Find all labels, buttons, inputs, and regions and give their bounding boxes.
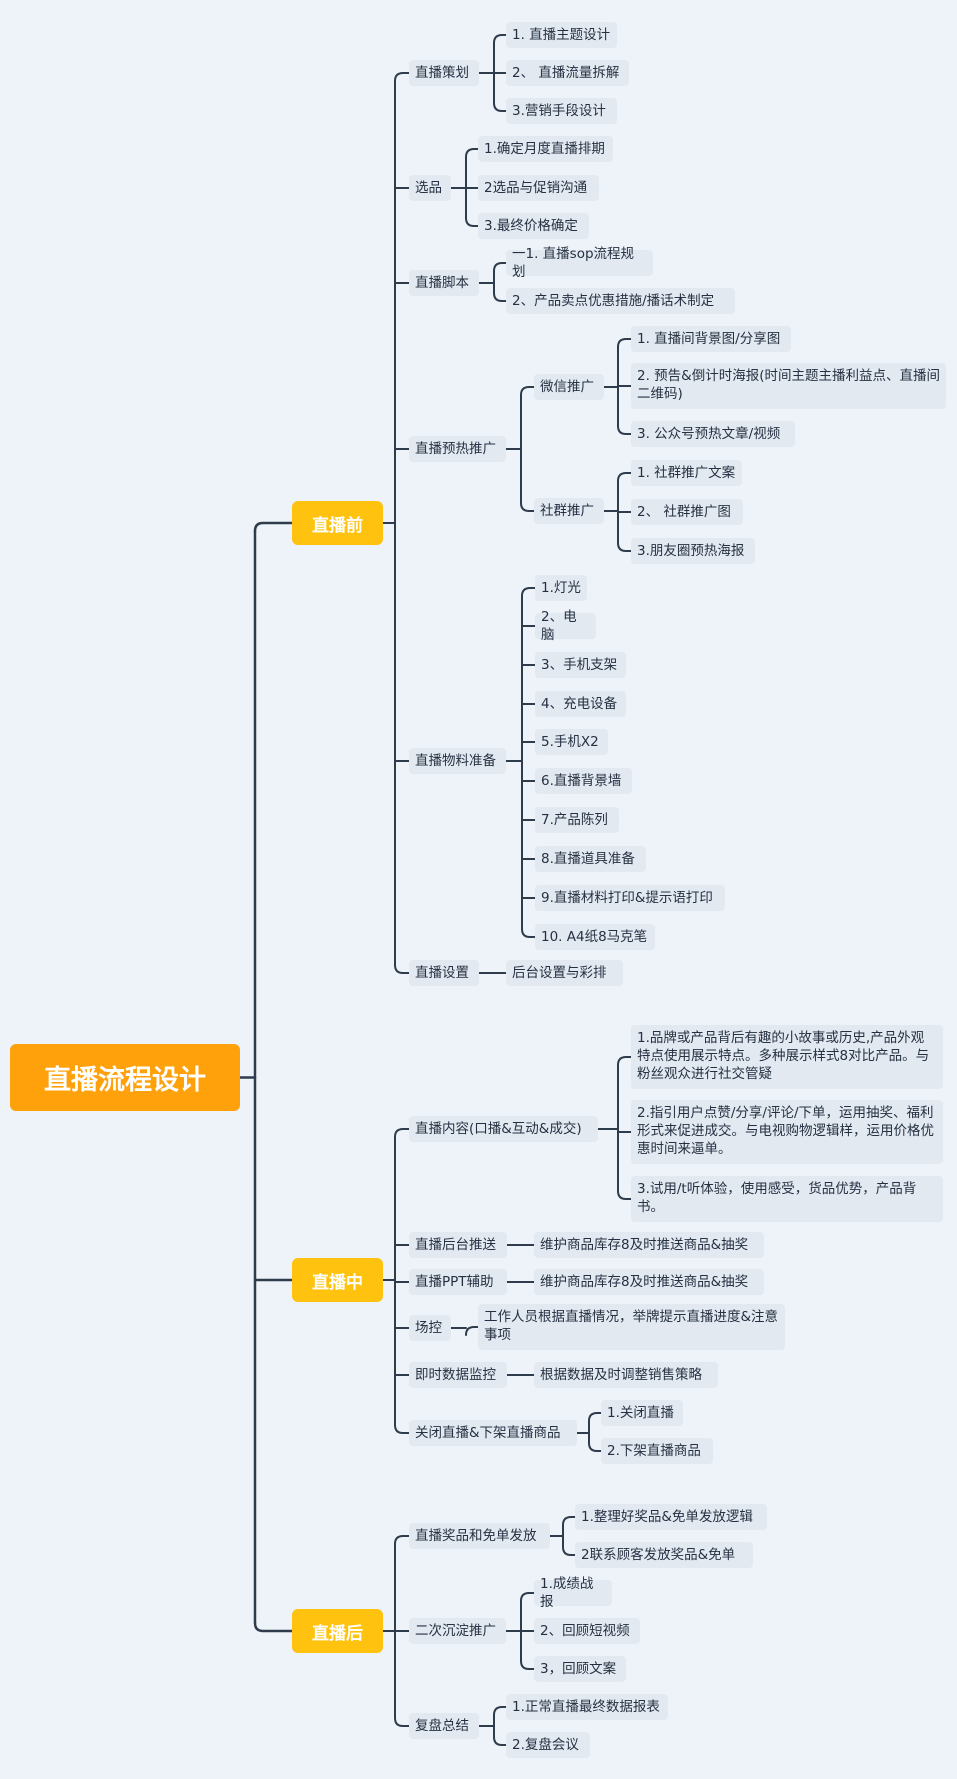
branch-during-live[interactable]: 直播中 <box>292 1258 383 1302</box>
connector-line <box>465 1326 479 1336</box>
node-live-content[interactable]: 直播内容(口播&互动&成交) <box>409 1116 598 1142</box>
node-data-monitor[interactable]: 即时数据监控 <box>409 1362 507 1388</box>
connector-line <box>493 1736 507 1746</box>
node-secondary-promo[interactable]: 二次沉淀推广 <box>409 1618 506 1644</box>
connector-line <box>521 587 536 597</box>
node-selection-item[interactable]: 1.确定月度直播排期 <box>478 136 613 162</box>
node-material-item[interactable]: 10. A4纸8马克笔 <box>535 924 655 950</box>
node-script-item[interactable]: 一1. 直播sop流程规划 <box>506 246 653 280</box>
connector-line <box>493 34 507 44</box>
node-wechat-promo[interactable]: 微信推广 <box>534 374 604 400</box>
node-live-planning[interactable]: 直播策划 <box>409 60 479 86</box>
connector-line <box>617 338 632 348</box>
node-community-item[interactable]: 3.朋友圈预热海报 <box>631 538 755 564</box>
node-live-preheat[interactable]: 直播预热推广 <box>409 436 506 462</box>
connector-line <box>493 1706 507 1716</box>
node-secondary-item[interactable]: 1.成绩战报 <box>534 1576 612 1610</box>
connector-line <box>520 1660 535 1670</box>
connector-line <box>493 292 507 302</box>
node-material-item[interactable]: 4、充电设备 <box>535 691 626 717</box>
node-prizes-item[interactable]: 2联系顾客发放奖品&免单 <box>575 1542 753 1568</box>
connector-line <box>394 964 410 974</box>
connector-line <box>465 217 479 227</box>
node-review-item[interactable]: 2.复盘会议 <box>506 1732 590 1758</box>
connector-line <box>617 425 632 435</box>
connector-line <box>588 1412 602 1422</box>
branch-after-live[interactable]: 直播后 <box>292 1609 383 1653</box>
node-live-settings[interactable]: 直播设置 <box>409 960 479 986</box>
node-content-item[interactable]: 1.品牌或产品背后有趣的小故事或历史,产品外观特点使用展示特点。多种展示样式8对… <box>631 1025 943 1089</box>
node-community-item[interactable]: 2、 社群推广图 <box>631 499 743 525</box>
connector-line <box>521 928 536 938</box>
node-settings-item[interactable]: 后台设置与彩排 <box>506 960 623 986</box>
node-material-item[interactable]: 3、手机支架 <box>535 652 626 678</box>
node-material-item[interactable]: 5.手机X2 <box>535 729 608 755</box>
node-planning-item[interactable]: 3.营销手段设计 <box>506 98 617 124</box>
connector-line <box>394 1424 410 1434</box>
connector-line <box>394 1717 410 1727</box>
connector-line <box>394 1535 410 1545</box>
node-secondary-item[interactable]: 3，回顾文案 <box>534 1656 626 1682</box>
connector-line <box>465 148 479 158</box>
node-review-summary[interactable]: 复盘总结 <box>409 1713 479 1739</box>
node-material-item[interactable]: 9.直播材料打印&提示语打印 <box>535 885 725 911</box>
node-selection-item[interactable]: 3.最终价格确定 <box>478 213 589 239</box>
connector-line <box>617 542 632 552</box>
node-prizes-free[interactable]: 直播奖品和免单发放 <box>409 1523 550 1549</box>
node-live-materials[interactable]: 直播物料准备 <box>409 748 506 774</box>
connector-line <box>562 1546 576 1556</box>
node-prizes-item[interactable]: 1.整理好奖品&免单发放逻辑 <box>575 1504 767 1530</box>
node-material-item[interactable]: 2、电脑 <box>535 609 596 643</box>
node-material-item[interactable]: 6.直播背景墙 <box>535 768 632 794</box>
connector-line <box>520 386 535 396</box>
node-close-item[interactable]: 2.下架直播商品 <box>601 1438 713 1464</box>
node-content-item[interactable]: 2.指引用户点赞/分享/评论/下单，运用抽奖、福利形式来促进成交。与电视购物逻辑… <box>631 1100 943 1164</box>
node-community-item[interactable]: 1. 社群推广文案 <box>631 460 742 486</box>
connector-line <box>394 1128 410 1138</box>
node-ppt-assist[interactable]: 直播PPT辅助 <box>409 1269 507 1295</box>
connector-line <box>588 1442 602 1452</box>
connector-line <box>520 1592 535 1602</box>
connector-line <box>617 472 632 482</box>
node-planning-item[interactable]: 2、 直播流量拆解 <box>506 60 629 86</box>
connector-line <box>493 102 507 112</box>
node-close-item[interactable]: 1.关闭直播 <box>601 1400 683 1426</box>
node-control-item[interactable]: 工作人员根据直播情况，举牌提示直播进度&注意事项 <box>478 1304 785 1350</box>
connector-line <box>617 1190 632 1200</box>
node-wechat-item[interactable]: 3. 公众号预热文章/视频 <box>631 421 795 447</box>
connector-line <box>520 502 535 512</box>
connector-line <box>394 72 410 82</box>
node-material-item[interactable]: 7.产品陈列 <box>535 807 619 833</box>
node-material-item[interactable]: 1.灯光 <box>535 575 587 601</box>
connector-line <box>562 1516 576 1526</box>
node-backend-push[interactable]: 直播后台推送 <box>409 1232 507 1258</box>
node-ppt-item[interactable]: 维护商品库存8及时推送商品&抽奖 <box>534 1269 764 1295</box>
node-backend-item[interactable]: 维护商品库存8及时推送商品&抽奖 <box>534 1232 764 1258</box>
node-selection-item[interactable]: 2选品与促销沟通 <box>478 175 599 201</box>
node-product-selection[interactable]: 选品 <box>409 175 451 201</box>
node-close-live[interactable]: 关闭直播&下架直播商品 <box>409 1420 577 1446</box>
root-node[interactable]: 直播流程设计 <box>10 1044 240 1111</box>
connector-line <box>617 1056 632 1066</box>
connector-line <box>253 521 294 533</box>
node-secondary-item[interactable]: 2、回顾短视频 <box>534 1618 640 1644</box>
node-field-control[interactable]: 场控 <box>409 1315 451 1341</box>
node-wechat-item[interactable]: 2. 预告&倒计时海报(时间主题主播利益点、直播间二维码) <box>631 363 946 409</box>
node-wechat-item[interactable]: 1. 直播间背景图/分享图 <box>631 326 791 352</box>
node-script-item[interactable]: 2、产品卖点优惠措施/播话术制定 <box>506 288 735 314</box>
node-material-item[interactable]: 8.直播道具准备 <box>535 846 646 872</box>
connector-line <box>253 1621 294 1633</box>
node-review-item[interactable]: 1.正常直播最终数据报表 <box>506 1694 668 1720</box>
node-live-script[interactable]: 直播脚本 <box>409 270 479 296</box>
node-content-item[interactable]: 3.试用/t听体验，使用感受，货品优势，产品背书。 <box>631 1176 943 1222</box>
node-planning-item[interactable]: 1. 直播主题设计 <box>506 22 617 48</box>
node-monitor-item[interactable]: 根据数据及时调整销售策略 <box>534 1362 718 1388</box>
branch-before-live[interactable]: 直播前 <box>292 501 383 545</box>
connector-line <box>493 262 507 272</box>
node-community-promo[interactable]: 社群推广 <box>534 498 604 524</box>
